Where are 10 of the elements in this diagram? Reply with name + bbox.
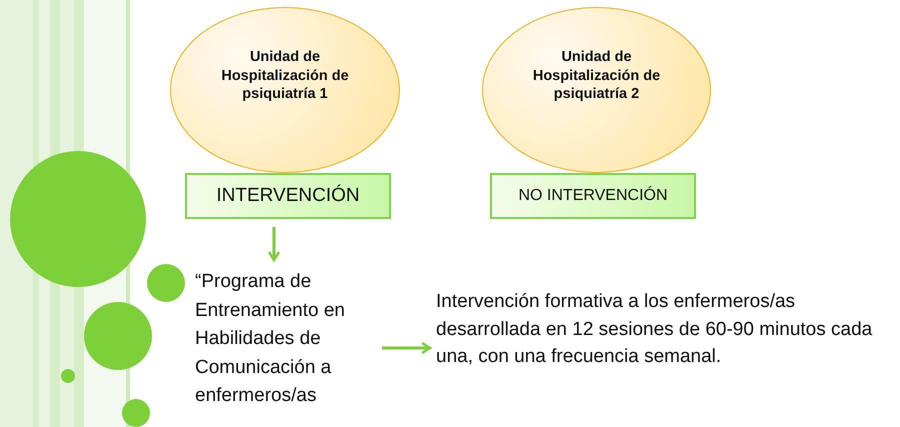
arrow xyxy=(268,227,280,262)
group-box xyxy=(490,173,696,219)
node-label: NO INTERVENCIÓN xyxy=(518,187,668,205)
description-text: Intervención formativa a los enfermeros/as desarrollada en 12 sesiones de 60-90 minutos cada una, con una frecuencia semanal. xyxy=(436,291,872,368)
arrow xyxy=(382,342,432,354)
program-text: “Programa de Entrenamiento en Habilidades de Comunicación a enfermeros/as xyxy=(195,271,345,406)
node-label: INTERVENCIÓN xyxy=(216,186,360,206)
node-label: Unidad de Hospitalización de psiquiatría 1 xyxy=(220,48,350,104)
node-label: Unidad de Hospitalización de psiquiatría 2 xyxy=(532,48,662,104)
group-box xyxy=(185,173,391,219)
